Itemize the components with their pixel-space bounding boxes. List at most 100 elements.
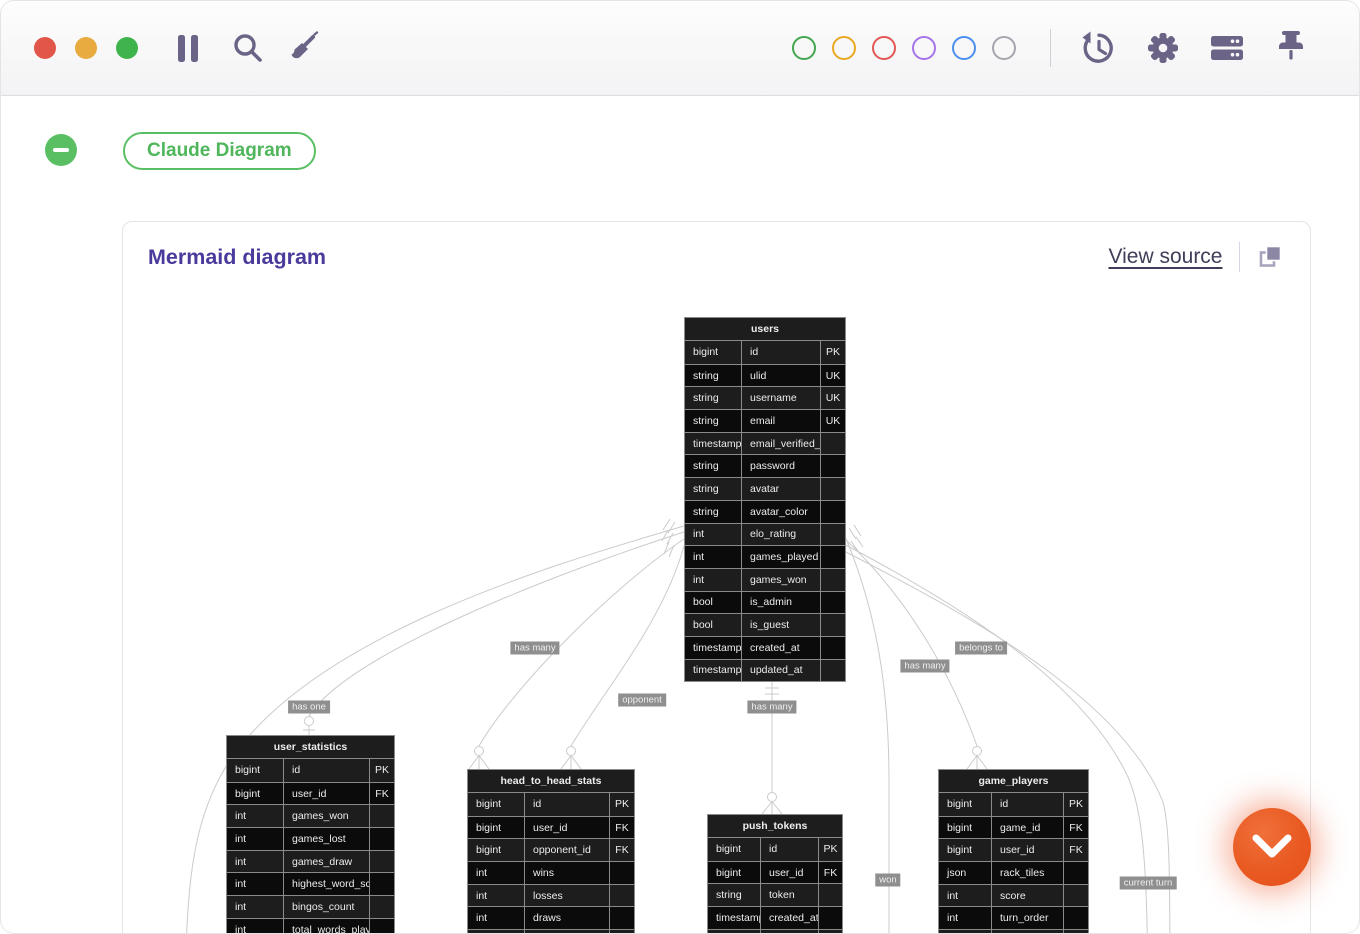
er-type-cell: int — [235, 900, 247, 913]
er-key-cell — [369, 828, 394, 850]
color-filter-blue[interactable] — [952, 36, 976, 60]
er-type-cell: bigint — [235, 764, 261, 777]
relationship-label: has many — [510, 641, 560, 655]
er-type-cell: string — [693, 505, 719, 518]
claude-diagram-tag[interactable]: Claude Diagram — [123, 132, 316, 170]
er-key-cell — [820, 614, 845, 636]
er-row — [468, 929, 634, 933]
er-row: int games_won — [227, 804, 394, 828]
er-key-cell — [369, 896, 394, 918]
zoom-traffic-light[interactable] — [116, 37, 138, 59]
er-table-title: game_players — [939, 770, 1088, 793]
er-name-cell: user_id — [283, 782, 369, 805]
er-type-cell: string — [693, 369, 719, 382]
pause-icon — [178, 34, 198, 62]
er-name-cell: avatar — [741, 478, 820, 500]
er-type-cell: timestamp — [693, 664, 741, 677]
er-key-cell — [818, 907, 842, 929]
er-name-cell — [760, 929, 818, 933]
er-key-cell — [820, 455, 845, 478]
settings-button[interactable] — [1141, 26, 1185, 70]
view-source-link[interactable]: View source — [1108, 245, 1223, 268]
color-filter-gray[interactable] — [992, 36, 1016, 60]
er-key-cell — [820, 500, 845, 523]
relationship-label: has many — [900, 659, 950, 673]
er-key-cell: FK — [609, 839, 634, 862]
er-type-cell: int — [947, 889, 959, 902]
relationship-label: has many — [747, 700, 797, 714]
brush-button[interactable] — [280, 26, 324, 70]
relationship-label: belongs to — [955, 641, 1007, 655]
er-name-cell: game_id — [991, 816, 1063, 839]
minimize-traffic-light[interactable] — [75, 37, 97, 59]
close-traffic-light[interactable] — [34, 37, 56, 59]
er-name-cell: created_at — [741, 636, 820, 659]
header-divider — [1238, 242, 1240, 272]
toolbar — [1, 1, 1359, 96]
er-key-cell — [369, 850, 394, 873]
er-key-cell: PK — [818, 838, 842, 861]
er-name-cell: score — [991, 884, 1063, 907]
er-name-cell — [524, 930, 609, 933]
copy-icon[interactable] — [1256, 243, 1284, 271]
er-type-cell: timestamp — [693, 437, 741, 450]
er-type-cell: bigint — [476, 821, 502, 834]
er-row: int losses — [468, 883, 634, 907]
er-name-cell: turn_order — [991, 907, 1063, 930]
er-type-cell: int — [235, 810, 247, 823]
collapse-button[interactable] — [45, 134, 77, 166]
er-name-cell: games_won — [283, 805, 369, 828]
er-name-cell: opponent_id — [524, 839, 609, 862]
color-filter-purple[interactable] — [912, 36, 936, 60]
history-icon — [1082, 31, 1113, 63]
er-name-cell: id — [524, 793, 609, 816]
er-type-cell — [708, 930, 760, 933]
er-type-cell: int — [476, 889, 488, 902]
er-name-cell: games_played — [741, 546, 820, 568]
er-type-cell: bigint — [476, 844, 502, 857]
color-filter-red[interactable] — [872, 36, 896, 60]
er-key-cell — [609, 884, 634, 907]
er-type-cell: bool — [693, 619, 713, 632]
search-button[interactable] — [226, 26, 270, 70]
er-key-cell — [820, 546, 845, 568]
er-type-cell: json — [947, 866, 967, 879]
er-type-cell: bigint — [947, 798, 973, 811]
color-filter-amber[interactable] — [832, 36, 856, 60]
er-name-cell: games_lost — [283, 828, 369, 850]
relationship-label: opponent — [618, 693, 666, 707]
er-name-cell: losses — [524, 884, 609, 907]
tag-label: Claude Diagram — [147, 140, 292, 161]
pause-button[interactable] — [166, 26, 210, 70]
pin-button[interactable] — [1269, 26, 1313, 70]
er-name-cell: total_words_played — [283, 918, 369, 933]
er-row — [939, 929, 1088, 933]
er-type-cell: bool — [693, 596, 713, 609]
er-name-cell: highest_word_score — [283, 873, 369, 896]
server-button[interactable] — [1205, 26, 1249, 70]
scroll-down-button[interactable] — [1233, 808, 1311, 886]
er-type-cell: int — [235, 923, 247, 934]
color-filter-green[interactable] — [792, 36, 816, 60]
minus-icon — [53, 148, 69, 152]
er-key-cell — [820, 432, 845, 455]
er-name-cell: user_id — [524, 816, 609, 839]
er-table-title: user_statistics — [227, 736, 394, 759]
er-row — [708, 928, 842, 933]
history-button[interactable] — [1077, 26, 1121, 70]
